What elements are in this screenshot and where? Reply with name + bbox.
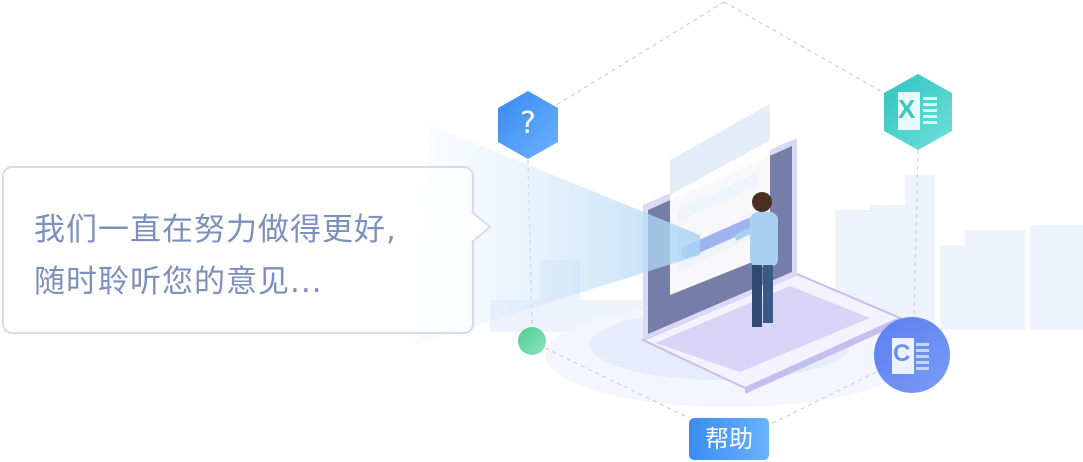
green-dot — [518, 327, 546, 355]
help-button[interactable]: 帮助 — [689, 418, 769, 460]
bubble-line-2: 随时聆听您的意见... — [34, 264, 323, 300]
person-figure — [733, 192, 778, 327]
speech-bubble: 我们一直在努力做得更好, 随时聆听您的意见... — [2, 166, 474, 334]
office-icon: C — [893, 340, 911, 367]
question-mark-icon: ? — [520, 106, 536, 141]
bubble-line-1: 我们一直在努力做得更好, — [34, 212, 397, 248]
laptop-illustration — [640, 104, 903, 394]
excel-icon: X — [898, 94, 916, 124]
question-hex-icon — [498, 91, 558, 159]
light-beam — [415, 125, 700, 345]
